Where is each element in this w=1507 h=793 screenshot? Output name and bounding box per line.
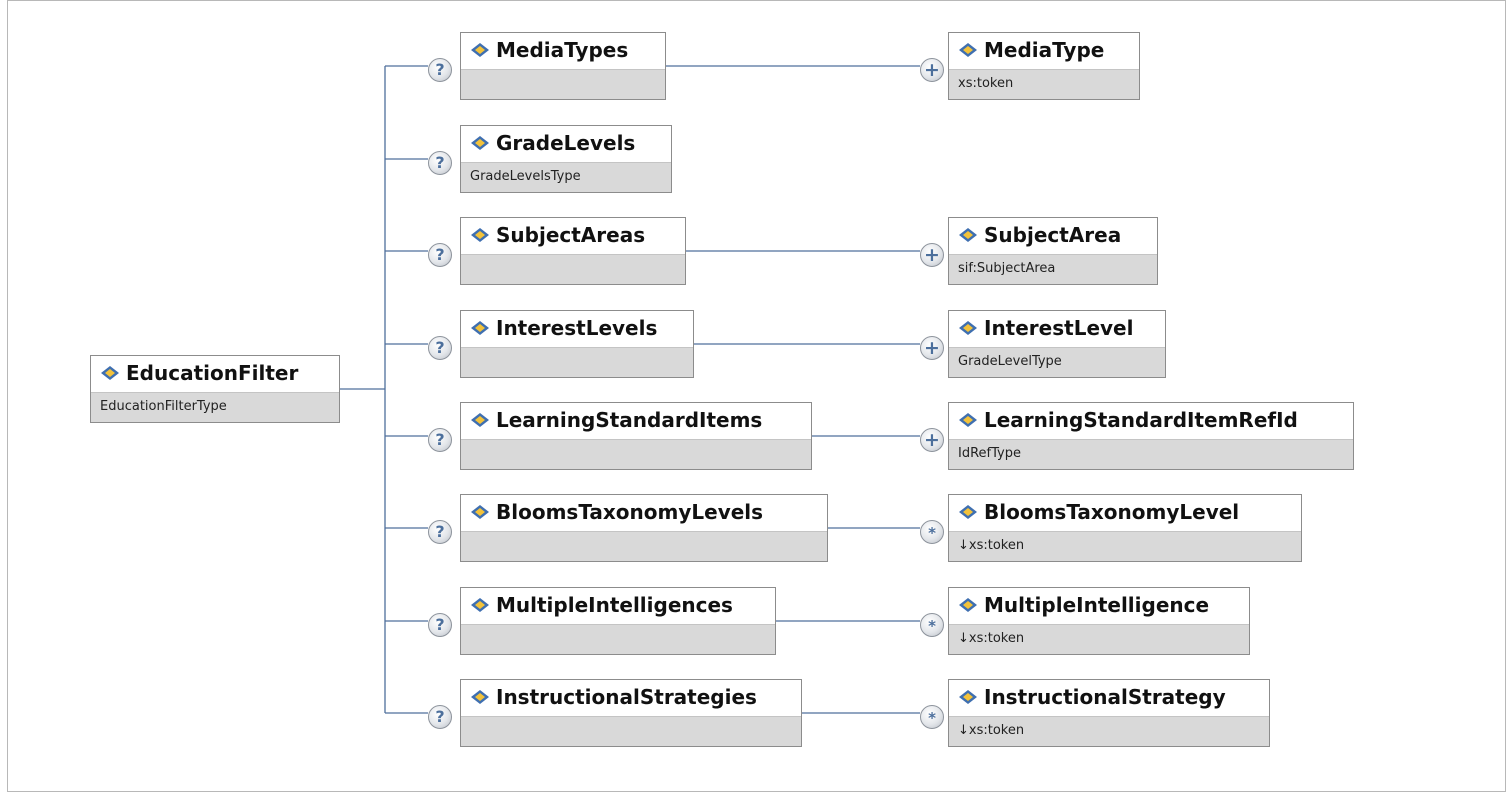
element-box[interactable]: MultipleIntelligences [460, 587, 776, 655]
element-diamond-icon [471, 598, 489, 612]
one-or-more-badge-icon[interactable]: + [920, 58, 944, 82]
element-name: MediaTypes [496, 38, 629, 62]
element-type [461, 624, 775, 654]
element-type: ↓xs:token [949, 716, 1269, 746]
element-name: InterestLevel [984, 316, 1134, 340]
element-header: GradeLevels [461, 126, 671, 160]
element-header: MultipleIntelligence [949, 588, 1249, 622]
root-element-name: EducationFilter [126, 361, 299, 385]
element-box[interactable]: InstructionalStrategies [460, 679, 802, 747]
element-box[interactable]: LearningStandardItems [460, 402, 812, 470]
element-type [461, 69, 665, 99]
zero-or-more-badge-icon[interactable]: * [920, 613, 944, 637]
optional-badge-icon[interactable]: ? [428, 151, 452, 175]
element-header: InstructionalStrategy [949, 680, 1269, 714]
child-element-box[interactable]: InstructionalStrategy ↓xs:token [948, 679, 1270, 747]
element-type: sif:SubjectArea [949, 254, 1157, 284]
root-element-header: EducationFilter [91, 356, 339, 390]
element-header: InterestLevel [949, 311, 1165, 345]
element-type [461, 254, 685, 284]
element-diamond-icon [959, 505, 977, 519]
root-element-box[interactable]: EducationFilter EducationFilterType [90, 355, 340, 423]
element-diamond-icon [471, 690, 489, 704]
one-or-more-badge-icon[interactable]: + [920, 243, 944, 267]
element-diamond-icon [959, 598, 977, 612]
one-or-more-badge-icon[interactable]: + [920, 428, 944, 452]
child-element-box[interactable]: MediaType xs:token [948, 32, 1140, 100]
element-box[interactable]: BloomsTaxonomyLevels [460, 494, 828, 562]
element-type [461, 716, 801, 746]
child-element-box[interactable]: MultipleIntelligence ↓xs:token [948, 587, 1250, 655]
element-diamond-icon [959, 228, 977, 242]
element-header: MultipleIntelligences [461, 588, 775, 622]
optional-badge-icon[interactable]: ? [428, 613, 452, 637]
element-type: xs:token [949, 69, 1139, 99]
optional-badge-icon[interactable]: ? [428, 58, 452, 82]
element-header: SubjectAreas [461, 218, 685, 252]
element-name: InterestLevels [496, 316, 658, 340]
element-type: ↓xs:token [949, 624, 1249, 654]
element-box[interactable]: MediaTypes [460, 32, 666, 100]
element-diamond-icon [959, 321, 977, 335]
element-header: InterestLevels [461, 311, 693, 345]
optional-badge-icon[interactable]: ? [428, 428, 452, 452]
element-name: MultipleIntelligence [984, 593, 1210, 617]
element-type [461, 347, 693, 377]
element-diamond-icon [959, 43, 977, 57]
element-header: MediaTypes [461, 33, 665, 67]
diagram-frame [7, 0, 1506, 792]
element-box[interactable]: InterestLevels [460, 310, 694, 378]
optional-badge-icon[interactable]: ? [428, 243, 452, 267]
element-diamond-icon [471, 43, 489, 57]
element-name: SubjectAreas [496, 223, 646, 247]
element-name: BloomsTaxonomyLevels [496, 500, 764, 524]
element-name: SubjectArea [984, 223, 1122, 247]
element-diamond-icon [471, 413, 489, 427]
child-element-box[interactable]: BloomsTaxonomyLevel ↓xs:token [948, 494, 1302, 562]
element-header: LearningStandardItemRefId [949, 403, 1353, 437]
one-or-more-badge-icon[interactable]: + [920, 336, 944, 360]
element-name: MultipleIntelligences [496, 593, 733, 617]
element-type: IdRefType [949, 439, 1353, 469]
child-element-box[interactable]: SubjectArea sif:SubjectArea [948, 217, 1158, 285]
element-diamond-icon [101, 366, 119, 380]
element-diamond-icon [471, 136, 489, 150]
element-type: GradeLevelsType [461, 162, 671, 192]
element-header: MediaType [949, 33, 1139, 67]
element-header: LearningStandardItems [461, 403, 811, 437]
element-diamond-icon [471, 505, 489, 519]
element-diamond-icon [471, 228, 489, 242]
element-type [461, 439, 811, 469]
optional-badge-icon[interactable]: ? [428, 336, 452, 360]
element-type: GradeLevelType [949, 347, 1165, 377]
element-header: SubjectArea [949, 218, 1157, 252]
optional-badge-icon[interactable]: ? [428, 520, 452, 544]
element-header: InstructionalStrategies [461, 680, 801, 714]
element-name: InstructionalStrategy [984, 685, 1226, 709]
element-type [461, 531, 827, 561]
element-name: MediaType [984, 38, 1105, 62]
element-header: BloomsTaxonomyLevels [461, 495, 827, 529]
zero-or-more-badge-icon[interactable]: * [920, 520, 944, 544]
element-name: InstructionalStrategies [496, 685, 757, 709]
element-header: BloomsTaxonomyLevel [949, 495, 1301, 529]
element-type: ↓xs:token [949, 531, 1301, 561]
element-diamond-icon [471, 321, 489, 335]
optional-badge-icon[interactable]: ? [428, 705, 452, 729]
element-name: GradeLevels [496, 131, 636, 155]
element-diamond-icon [959, 690, 977, 704]
root-element-type: EducationFilterType [91, 392, 339, 422]
zero-or-more-badge-icon[interactable]: * [920, 705, 944, 729]
element-diamond-icon [959, 413, 977, 427]
element-name: LearningStandardItems [496, 408, 763, 432]
element-name: LearningStandardItemRefId [984, 408, 1298, 432]
element-box[interactable]: SubjectAreas [460, 217, 686, 285]
element-name: BloomsTaxonomyLevel [984, 500, 1240, 524]
